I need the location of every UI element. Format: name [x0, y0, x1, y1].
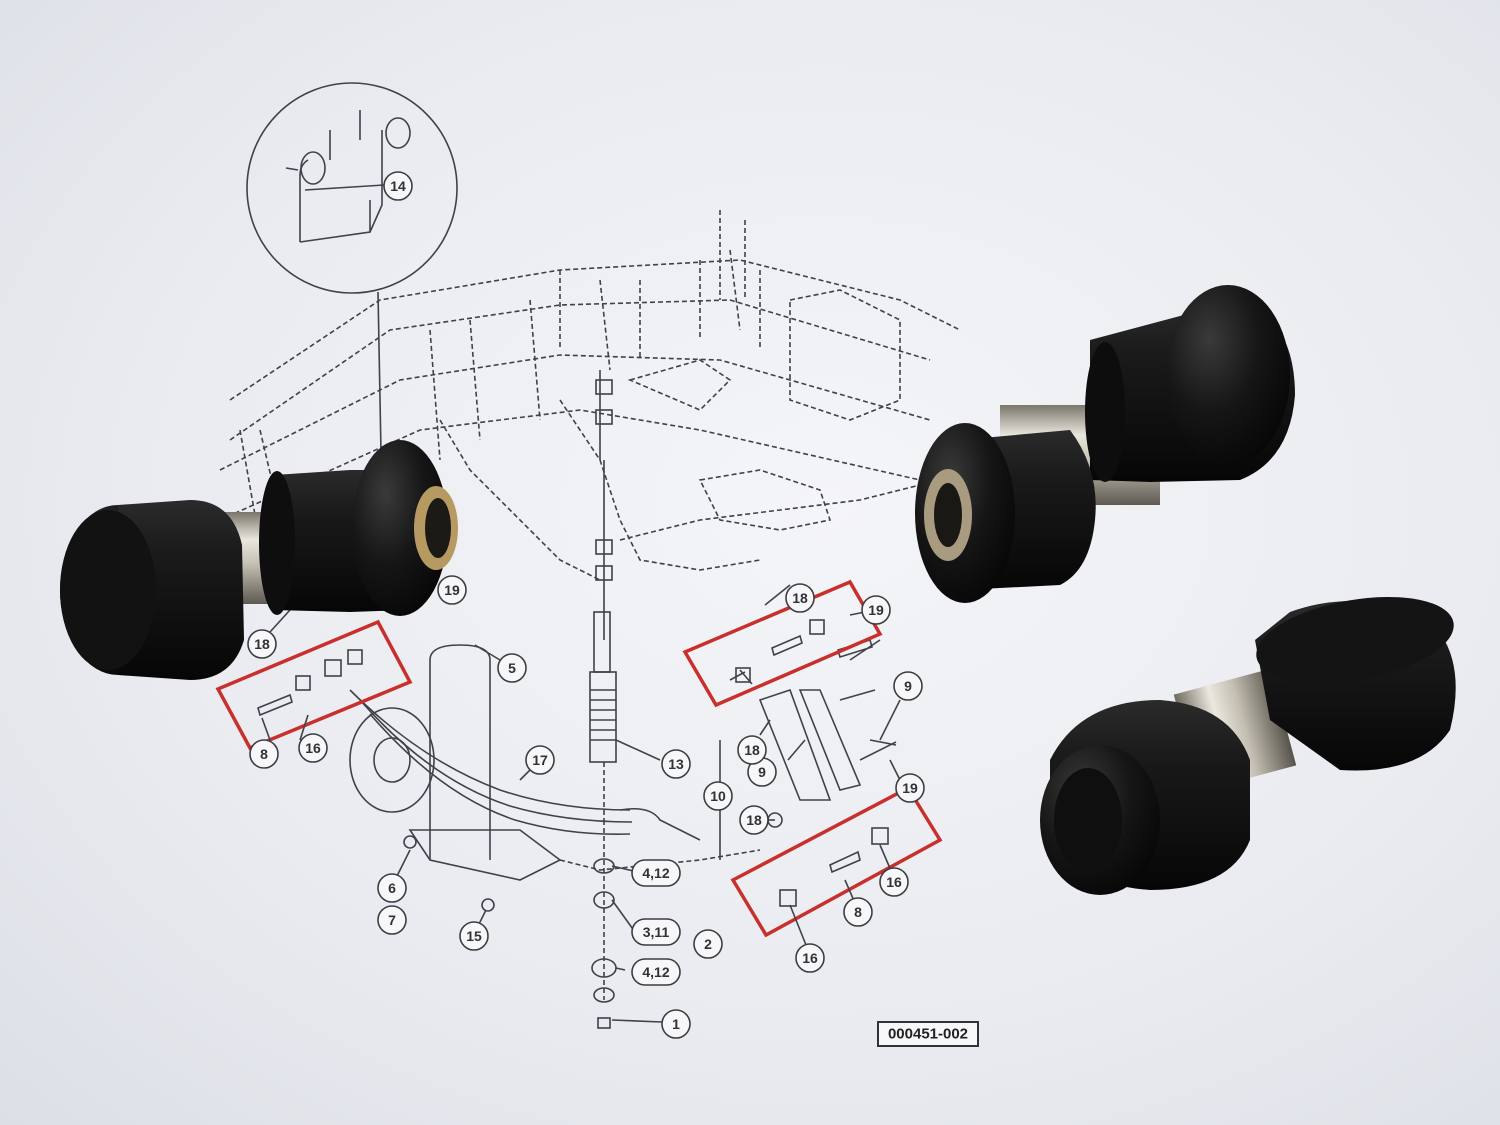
- callout-c412b: 4,12: [631, 958, 681, 986]
- callout-c5: 5: [497, 653, 527, 683]
- callout-c16c: 16: [795, 943, 825, 973]
- callout-number: 19: [902, 780, 918, 796]
- bushing-upper-right: [915, 285, 1295, 603]
- callout-c9a: 9: [893, 671, 923, 701]
- callout-number: 13: [668, 756, 684, 772]
- callout-c17: 17: [525, 745, 555, 775]
- callout-number: 9: [904, 678, 912, 694]
- callout-c18b: 18: [785, 583, 815, 613]
- callout-c15: 15: [459, 921, 489, 951]
- callout-number: 15: [466, 928, 482, 944]
- callout-number: 1: [672, 1016, 680, 1032]
- highlight-box-left: [215, 619, 413, 751]
- callout-c10: 10: [703, 781, 733, 811]
- callout-c8b: 8: [843, 897, 873, 927]
- callout-number: 17: [532, 752, 548, 768]
- bushing-left: [60, 440, 458, 680]
- callout-c19c: 19: [895, 773, 925, 803]
- callout-c1: 1: [661, 1009, 691, 1039]
- callout-c16a: 16: [298, 733, 328, 763]
- callout-number: 18: [744, 742, 760, 758]
- part-number-text: 000451-002: [888, 1026, 968, 1043]
- callout-number: 6: [388, 880, 396, 896]
- callout-c412a: 4,12: [631, 859, 681, 887]
- callout-number: 18: [792, 590, 808, 606]
- callout-number: 19: [444, 582, 460, 598]
- callout-number: 16: [802, 950, 818, 966]
- callout-number: 10: [710, 788, 726, 804]
- callout-c18d: 18: [739, 805, 769, 835]
- callout-number: 2: [704, 936, 712, 952]
- callout-c2: 2: [693, 929, 723, 959]
- callout-number: 18: [254, 636, 270, 652]
- callout-c8a: 8: [249, 739, 279, 769]
- callout-c19b: 19: [861, 595, 891, 625]
- callout-number: 4,12: [642, 865, 669, 881]
- callout-number: 4,12: [642, 964, 669, 980]
- callout-number: 7: [388, 912, 396, 928]
- callout-c18c: 18: [737, 735, 767, 765]
- callout-c7: 7: [377, 905, 407, 935]
- callout-number: 18: [746, 812, 762, 828]
- callout-number: 14: [390, 178, 406, 194]
- callout-number: 9: [758, 764, 766, 780]
- callout-c16b: 16: [879, 867, 909, 897]
- red-highlight-boxes: [215, 579, 943, 938]
- callout-number: 5: [508, 660, 516, 676]
- highlight-box-lower-right: [730, 785, 943, 938]
- callout-c19a: 19: [437, 575, 467, 605]
- callout-c13: 13: [661, 749, 691, 779]
- bushing-lower-right: [1040, 596, 1456, 895]
- callout-number: 16: [305, 740, 321, 756]
- chassis-linework: [219, 82, 961, 1029]
- callout-c6: 6: [377, 873, 407, 903]
- callout-number: 3,11: [643, 924, 670, 940]
- callout-number: 16: [886, 874, 902, 890]
- callout-number: 8: [854, 904, 862, 920]
- part-number-box: 000451-002: [877, 1021, 979, 1047]
- callout-c18a: 18: [247, 629, 277, 659]
- callout-c14: 14: [383, 171, 413, 201]
- callout-c311: 3,11: [631, 918, 681, 946]
- detail-inset-circle: [246, 82, 458, 294]
- callout-labels: 14 5 13 17 18 19 8 16 18 19 9 9 18 18 10 19 16 8 16 6 7 15 4,1…: [247, 171, 925, 1039]
- callout-number: 19: [868, 602, 884, 618]
- callout-number: 8: [260, 746, 268, 762]
